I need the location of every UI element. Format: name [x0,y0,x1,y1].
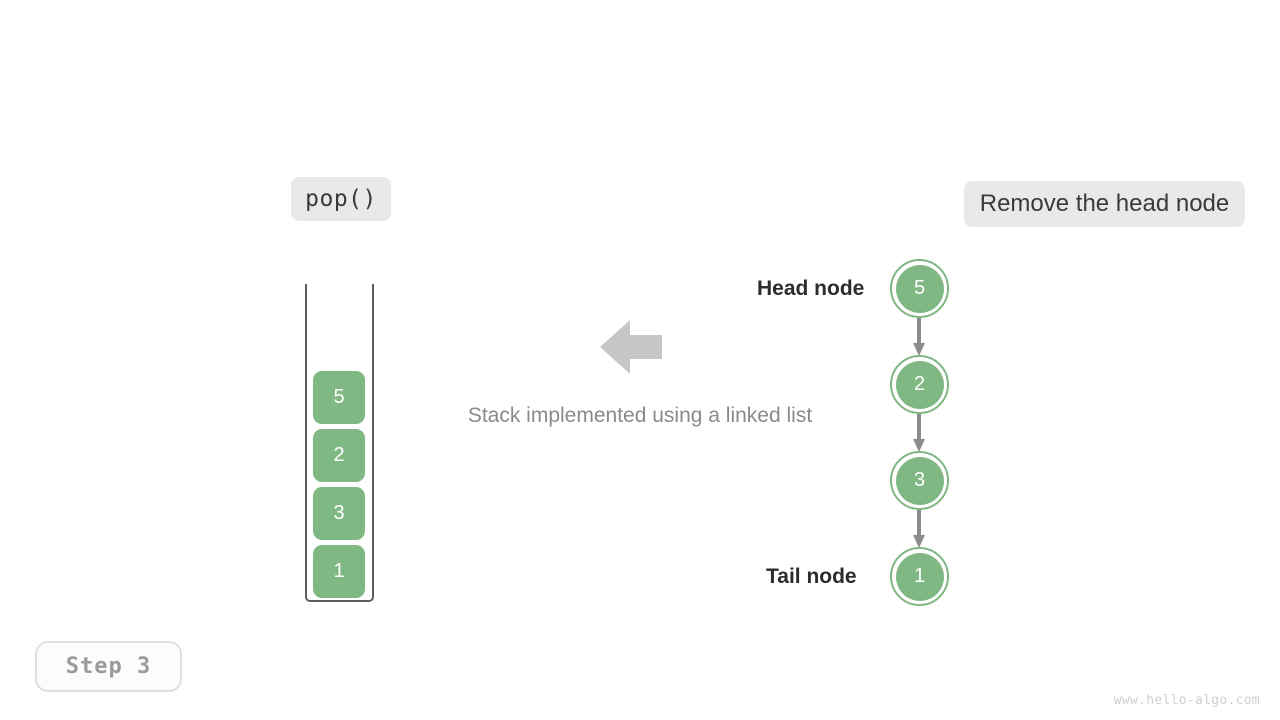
tail-node-label: Tail node [766,565,857,588]
action-description-label: Remove the head node [964,181,1245,227]
linked-list-node-value: 5 [895,264,944,313]
arrow-down-icon [913,318,925,356]
arrow-down-icon [913,510,925,548]
linked-list-node-value: 3 [895,456,944,505]
linked-list-node: 3 [890,451,949,510]
caption-text: Stack implemented using a linked list [467,404,813,427]
linked-list-visual: 5 2 3 1 [890,259,950,607]
arrow-left-icon [600,320,662,374]
stack-cell: 2 [313,429,365,482]
head-node-label: Head node [757,277,865,300]
stack-visual: 5 2 3 1 [305,284,374,602]
linked-list-node-value: 1 [895,552,944,601]
step-badge: Step 3 [35,641,182,692]
linked-list-node: 5 [890,259,949,318]
linked-list-node: 1 [890,547,949,606]
linked-list-node: 2 [890,355,949,414]
stack-cell: 5 [313,371,365,424]
stack-cell: 3 [313,487,365,540]
stack-cell: 1 [313,545,365,598]
linked-list-node-value: 2 [895,360,944,409]
watermark: www.hello-algo.com [1113,693,1260,708]
arrow-down-icon [913,414,925,452]
operation-label: pop() [291,177,391,221]
stack-items: 5 2 3 1 [313,366,365,598]
